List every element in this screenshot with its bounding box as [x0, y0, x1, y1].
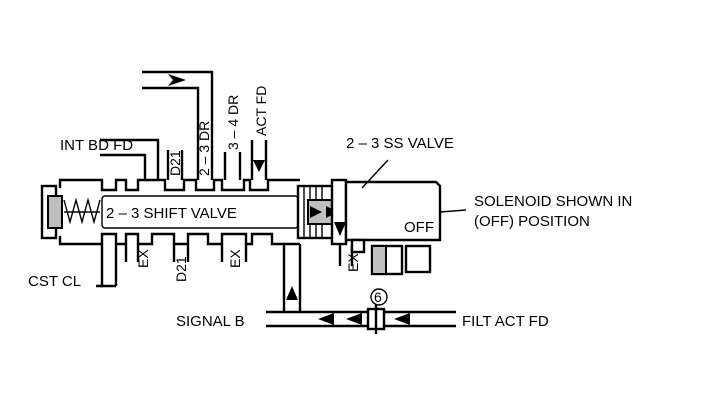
end-plug-spring — [40, 184, 101, 240]
flow-arrow-up-icon — [286, 286, 298, 300]
ex-label-3: EX — [345, 253, 361, 272]
leader-lines — [361, 159, 389, 189]
top-feed-passage — [142, 70, 214, 152]
ss-valve-label: 2 – 3 SS VALVE — [346, 135, 454, 152]
lower-ports — [96, 244, 248, 288]
ss-valve — [296, 178, 354, 266]
ex-label-1: EX — [135, 249, 151, 268]
d21-top-label: D21 — [167, 150, 183, 176]
upper-ports — [100, 138, 268, 180]
flow-arrow-left-icon — [318, 313, 334, 325]
flow-arrow-down-icon — [334, 222, 346, 236]
solenoid — [344, 180, 467, 276]
solenoid-label-line2: (OFF) POSITION — [474, 213, 590, 230]
dr-3-4-label: 3 – 4 DR — [225, 95, 241, 150]
ex-label-2: EX — [227, 249, 243, 268]
dr-2-3-label: 2 – 3 DR — [196, 121, 212, 176]
shift-valve-label: 2 – 3 SHIFT VALVE — [106, 205, 237, 222]
flow-arrow-down-icon — [253, 160, 265, 172]
flow-arrow-left-icon — [346, 313, 362, 325]
solenoid-label-line1: SOLENOID SHOWN IN — [474, 193, 632, 210]
flow-arrow-right-icon — [168, 74, 186, 86]
spring-icon — [63, 197, 101, 225]
signal-b-line — [266, 244, 456, 334]
filt-act-fd-label: FILT ACT FD — [462, 313, 549, 330]
flow-arrow-right-icon — [310, 206, 322, 218]
d21-bottom-label: D21 — [173, 256, 189, 282]
act-fd-label: ACT FD — [253, 86, 269, 136]
flow-arrow-left-icon — [394, 313, 410, 325]
orifice-number-label: 6 — [374, 289, 382, 305]
signal-b-label: SIGNAL B — [176, 313, 245, 330]
int-bd-fd-label: INT BD FD — [60, 137, 133, 154]
cst-cl-label: CST CL — [28, 273, 81, 290]
off-label: OFF — [404, 219, 434, 236]
